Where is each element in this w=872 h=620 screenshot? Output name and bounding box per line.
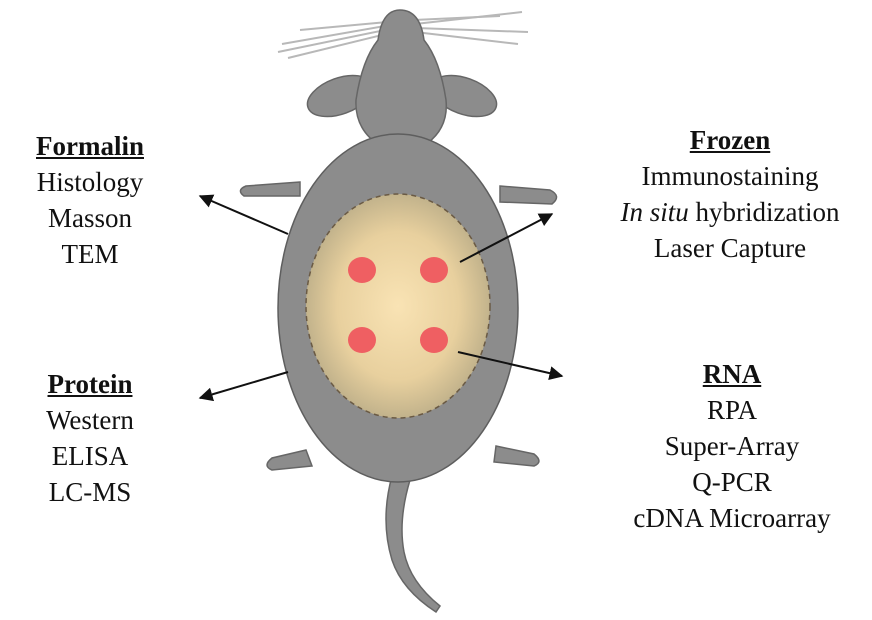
spot-top-right [420, 257, 448, 283]
spot-top-left [348, 257, 376, 283]
formalin-item: TEM [0, 236, 180, 272]
protein-item: LC-MS [0, 474, 180, 510]
rna-item: Q-PCR [592, 464, 872, 500]
rna-block: RNA RPA Super-Array Q-PCR cDNA Microarra… [592, 356, 872, 536]
spot-bottom-right [420, 327, 448, 353]
formalin-title: Formalin [0, 128, 180, 164]
frozen-block: Frozen Immunostaining In situ hybridizat… [588, 122, 872, 266]
arrow-to-formalin [200, 196, 288, 234]
frozen-title: Frozen [588, 122, 872, 158]
formalin-item: Masson [0, 200, 180, 236]
front-left-leg [240, 182, 300, 196]
arrow-to-protein [200, 372, 288, 398]
frozen-item-insitu: In situ hybridization [588, 194, 872, 230]
spot-bottom-left [348, 327, 376, 353]
formalin-block: Formalin Histology Masson TEM [0, 128, 180, 272]
front-right-leg [500, 186, 557, 204]
rna-item: Super-Array [592, 428, 872, 464]
back-right-leg [494, 446, 539, 466]
protein-item: Western [0, 402, 180, 438]
frozen-italic-prefix: In situ [621, 197, 689, 227]
formalin-item: Histology [0, 164, 180, 200]
protein-block: Protein Western ELISA LC-MS [0, 366, 180, 510]
rna-item: RPA [592, 392, 872, 428]
frozen-item: Laser Capture [588, 230, 872, 266]
protein-title: Protein [0, 366, 180, 402]
protein-item: ELISA [0, 438, 180, 474]
tissue-region [306, 194, 490, 418]
mouse-tail [386, 476, 440, 612]
frozen-item: hybridization [696, 197, 840, 227]
back-left-leg [267, 450, 312, 470]
frozen-item: Immunostaining [588, 158, 872, 194]
rna-item: cDNA Microarray [592, 500, 872, 536]
rna-title: RNA [592, 356, 872, 392]
